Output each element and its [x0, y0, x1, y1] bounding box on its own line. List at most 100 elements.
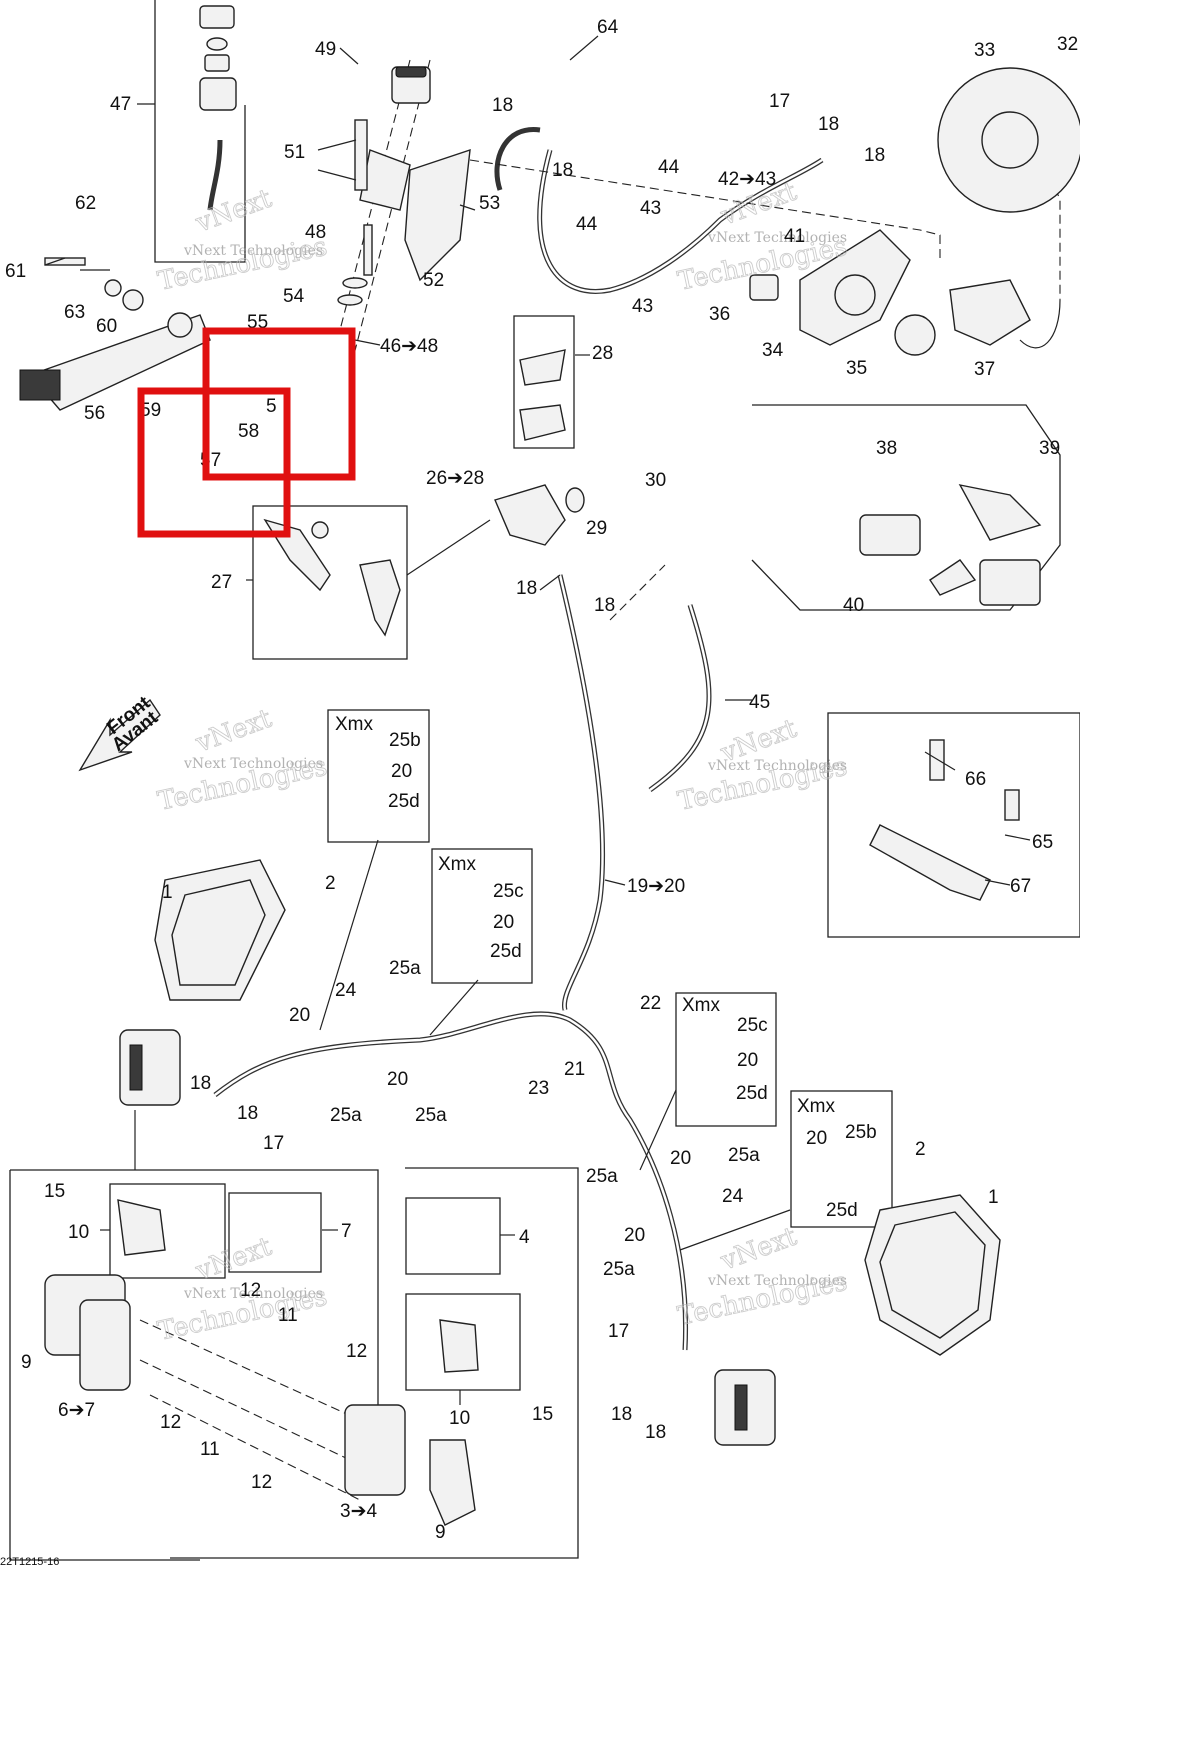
heat-shield-53	[404, 148, 471, 282]
callout-58: 58	[238, 421, 259, 442]
callout-18: 18	[190, 1073, 211, 1094]
callout-25a: 25a	[603, 1259, 635, 1280]
callout-20: 20	[493, 912, 514, 933]
callout-24: 24	[335, 980, 357, 1001]
callout-2: 2	[325, 873, 336, 894]
callout-52: 52	[423, 270, 444, 291]
callout-25a: 25a	[415, 1105, 447, 1126]
callout-25d: 25d	[490, 941, 522, 962]
svg-text:vNext Technologies: vNext Technologies	[183, 1286, 323, 1302]
callout-18: 18	[516, 578, 537, 599]
callout-65: 65	[1032, 832, 1053, 853]
detail-box-front-caliper	[9, 1167, 579, 1561]
pushrod-48	[337, 224, 373, 306]
callout-1: 1	[988, 1187, 999, 1208]
svg-text:vNext: vNext	[191, 184, 276, 239]
callout-18: 18	[818, 114, 839, 135]
callout-6-7: 6➔7	[58, 1400, 95, 1421]
callout-17: 17	[263, 1133, 284, 1154]
callout-25a: 25a	[728, 1145, 760, 1166]
disc-32	[937, 67, 1080, 213]
callout-51: 51	[284, 142, 305, 163]
gasket-1-right	[864, 1194, 1001, 1356]
svg-text:vNext Technologies: vNext Technologies	[183, 756, 323, 772]
callout-44: 44	[576, 214, 598, 235]
detail-box-38-40	[751, 404, 1061, 611]
callout-10: 10	[449, 1408, 470, 1429]
callout-63: 63	[64, 302, 85, 323]
callout-38: 38	[876, 438, 897, 459]
callout-36: 36	[709, 304, 730, 325]
callout-22: 22	[640, 993, 661, 1014]
highlight-box-lower	[137, 387, 291, 538]
reservoir-47	[199, 5, 237, 211]
callout-20: 20	[737, 1050, 758, 1071]
callout-12: 12	[160, 1412, 181, 1433]
callout-39: 39	[1039, 438, 1060, 459]
callout-7: 7	[341, 1221, 352, 1242]
callout-67: 67	[1010, 876, 1031, 897]
caliper-exploded	[44, 1199, 479, 1526]
callout-18: 18	[552, 160, 573, 181]
callout-25d: 25d	[388, 791, 420, 812]
guard-67	[869, 739, 1020, 901]
leader-lines	[44, 35, 1031, 1405]
callout-29: 29	[586, 518, 607, 539]
callout-43: 43	[640, 198, 661, 219]
callout-56: 56	[84, 403, 105, 424]
callout-33: 33	[974, 40, 995, 61]
callout-4: 4	[519, 1227, 530, 1248]
caliper-left-upper	[119, 1029, 181, 1106]
callout-42-43: 42➔43	[718, 169, 776, 190]
callout-25c: 25c	[737, 1015, 768, 1036]
detail-box-27	[252, 505, 408, 660]
callout-40: 40	[843, 595, 864, 616]
callout-12: 12	[240, 1280, 261, 1301]
detail-box-47	[154, 0, 246, 263]
callout-9: 9	[435, 1522, 446, 1543]
callout-25b: 25b	[845, 1122, 877, 1143]
callout-12: 12	[346, 1341, 367, 1362]
callout-54: 54	[283, 286, 305, 307]
detail-box-xmx-1	[327, 709, 430, 843]
callout-20: 20	[391, 761, 412, 782]
caliper-bracket-34	[749, 229, 1031, 356]
callout-25b: 25b	[389, 730, 421, 751]
callout-20: 20	[806, 1128, 827, 1149]
watermark-group: vNext vNext Technologies Technologies vN…	[155, 176, 850, 1347]
detail-box-28	[513, 315, 575, 449]
highlight-boxes	[137, 327, 356, 538]
svg-text:vNext Technologies: vNext Technologies	[183, 243, 323, 259]
svg-text:vNext Technologies: vNext Technologies	[707, 230, 847, 246]
callout-43: 43	[632, 296, 653, 317]
master-cylinder-51	[354, 119, 411, 211]
callout-11: 11	[200, 1439, 220, 1460]
callout-66: 66	[965, 769, 986, 790]
callout-25d: 25d	[736, 1083, 768, 1104]
gasket-1-left	[154, 859, 286, 1001]
callout-30: 30	[645, 470, 666, 491]
svg-text:vNext Technologies: vNext Technologies	[707, 758, 847, 774]
detail-box-xmx-3	[675, 992, 777, 1127]
callout-10: 10	[68, 1222, 89, 1243]
callout-25c: 25c	[493, 881, 524, 902]
callout-15: 15	[44, 1181, 65, 1202]
callout-20: 20	[289, 1005, 310, 1026]
callout-37: 37	[974, 359, 995, 380]
caliper-right-lower	[714, 1369, 776, 1446]
callout-5: 5	[266, 396, 277, 417]
callout-19-20: 19➔20	[627, 876, 685, 897]
callout-34: 34	[762, 340, 784, 361]
callout-48: 48	[305, 222, 326, 243]
xmx-label: Xmx	[335, 714, 374, 735]
brake-system-parts-diagram: vNext vNext Technologies Technologies vN…	[0, 0, 1080, 1568]
callout-24: 24	[722, 1186, 744, 1207]
svg-text:vNext: vNext	[716, 1222, 801, 1277]
callout-23: 23	[528, 1078, 549, 1099]
callout-35: 35	[846, 358, 867, 379]
caliper-kit-38-40	[859, 484, 1042, 606]
reservoir-49	[391, 66, 431, 104]
callout-61: 61	[5, 261, 26, 282]
callout-3-4: 3➔4	[340, 1501, 377, 1522]
master-cylinder-26	[494, 349, 585, 546]
